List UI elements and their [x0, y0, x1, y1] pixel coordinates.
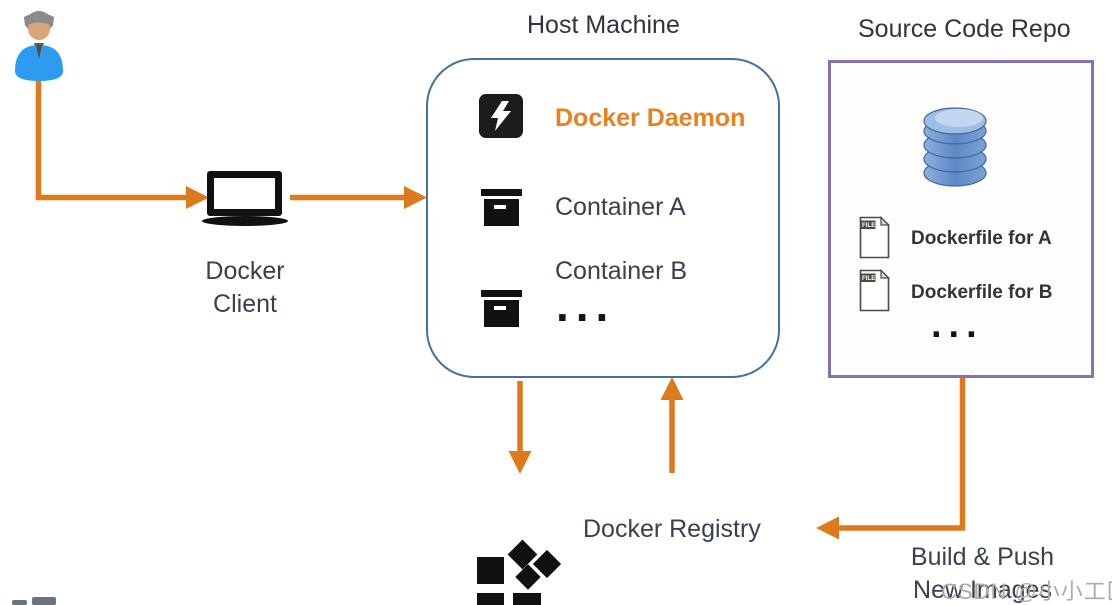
- arrowhead-right-host: [404, 186, 427, 209]
- source-code-repo-box: FILE Dockerfile for A FILE Dockerfile fo…: [828, 60, 1094, 378]
- registry-squares-icon: [474, 539, 570, 605]
- cropped-text-fragment: [12, 600, 27, 605]
- docker-client-line1: Docker: [205, 257, 285, 285]
- cropped-text-fragment: [32, 597, 56, 605]
- docker-client-line2: Client: [213, 290, 277, 318]
- container-box-icon: [481, 290, 522, 327]
- source-code-repo-title: Source Code Repo: [858, 15, 1071, 43]
- arrowhead-right-client: [186, 186, 209, 209]
- lightning-icon: [479, 94, 523, 138]
- host-ellipsis: ...: [556, 279, 616, 331]
- host-machine-box: Docker Daemon Container A Container B ..…: [426, 58, 780, 378]
- arrowhead-left-registry: [816, 516, 839, 540]
- build-push-label: Build & Push New Images: [880, 541, 1085, 605]
- container-b-label: Container B: [555, 257, 688, 285]
- docker-registry-label: Docker Registry: [583, 515, 761, 543]
- arrowhead-up-host: [660, 377, 684, 400]
- host-machine-title: Host Machine: [527, 11, 680, 39]
- dockerfile-b-label: Dockerfile for B: [911, 282, 1053, 303]
- database-cylinder-icon: [913, 99, 997, 196]
- arrowhead-down-registry: [508, 451, 532, 474]
- file-icon: FILE: [859, 269, 890, 317]
- file-icon: FILE: [859, 216, 890, 264]
- docker-daemon-label: Docker Daemon: [555, 104, 746, 132]
- watermark: CSDN @小小工匠: [941, 579, 1112, 604]
- dockerfile-a-label: Dockerfile for A: [911, 228, 1052, 249]
- arrow-user-to-client: [35, 78, 188, 201]
- laptop-icon: [202, 169, 288, 226]
- build-push-line1: Build & Push: [910, 543, 1055, 571]
- container-box-icon: [481, 189, 522, 226]
- person-icon: [10, 9, 68, 83]
- repo-ellipsis: ...: [931, 304, 984, 346]
- container-a-label: Container A: [555, 193, 686, 221]
- arrow-repo-to-registry: [838, 378, 966, 531]
- file-badge-text: FILE: [862, 275, 875, 282]
- file-badge-text: FILE: [862, 222, 875, 229]
- build-push-line2: New Images: [913, 576, 1052, 604]
- docker-client-label: Docker Client: [190, 255, 300, 321]
